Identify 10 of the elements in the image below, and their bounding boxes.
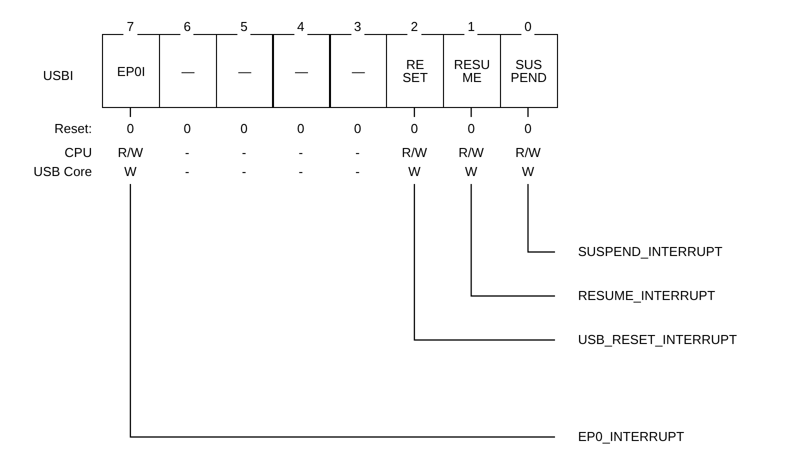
- register-bit-cell: —: [216, 34, 274, 108]
- signal-name: USB_RESET_INTERRUPT: [578, 333, 737, 347]
- register-bit-cell: SUS PEND: [500, 34, 558, 108]
- leader-line: [130, 108, 555, 438]
- signal-name: RESUME_INTERRUPT: [578, 289, 716, 303]
- register-bit-cell: —: [272, 34, 331, 108]
- leader-line: [470, 108, 555, 297]
- signal-name: EP0_INTERRUPT: [578, 430, 684, 444]
- leader-line: [414, 108, 555, 341]
- signal-name: SUSPEND_INTERRUPT: [578, 245, 722, 259]
